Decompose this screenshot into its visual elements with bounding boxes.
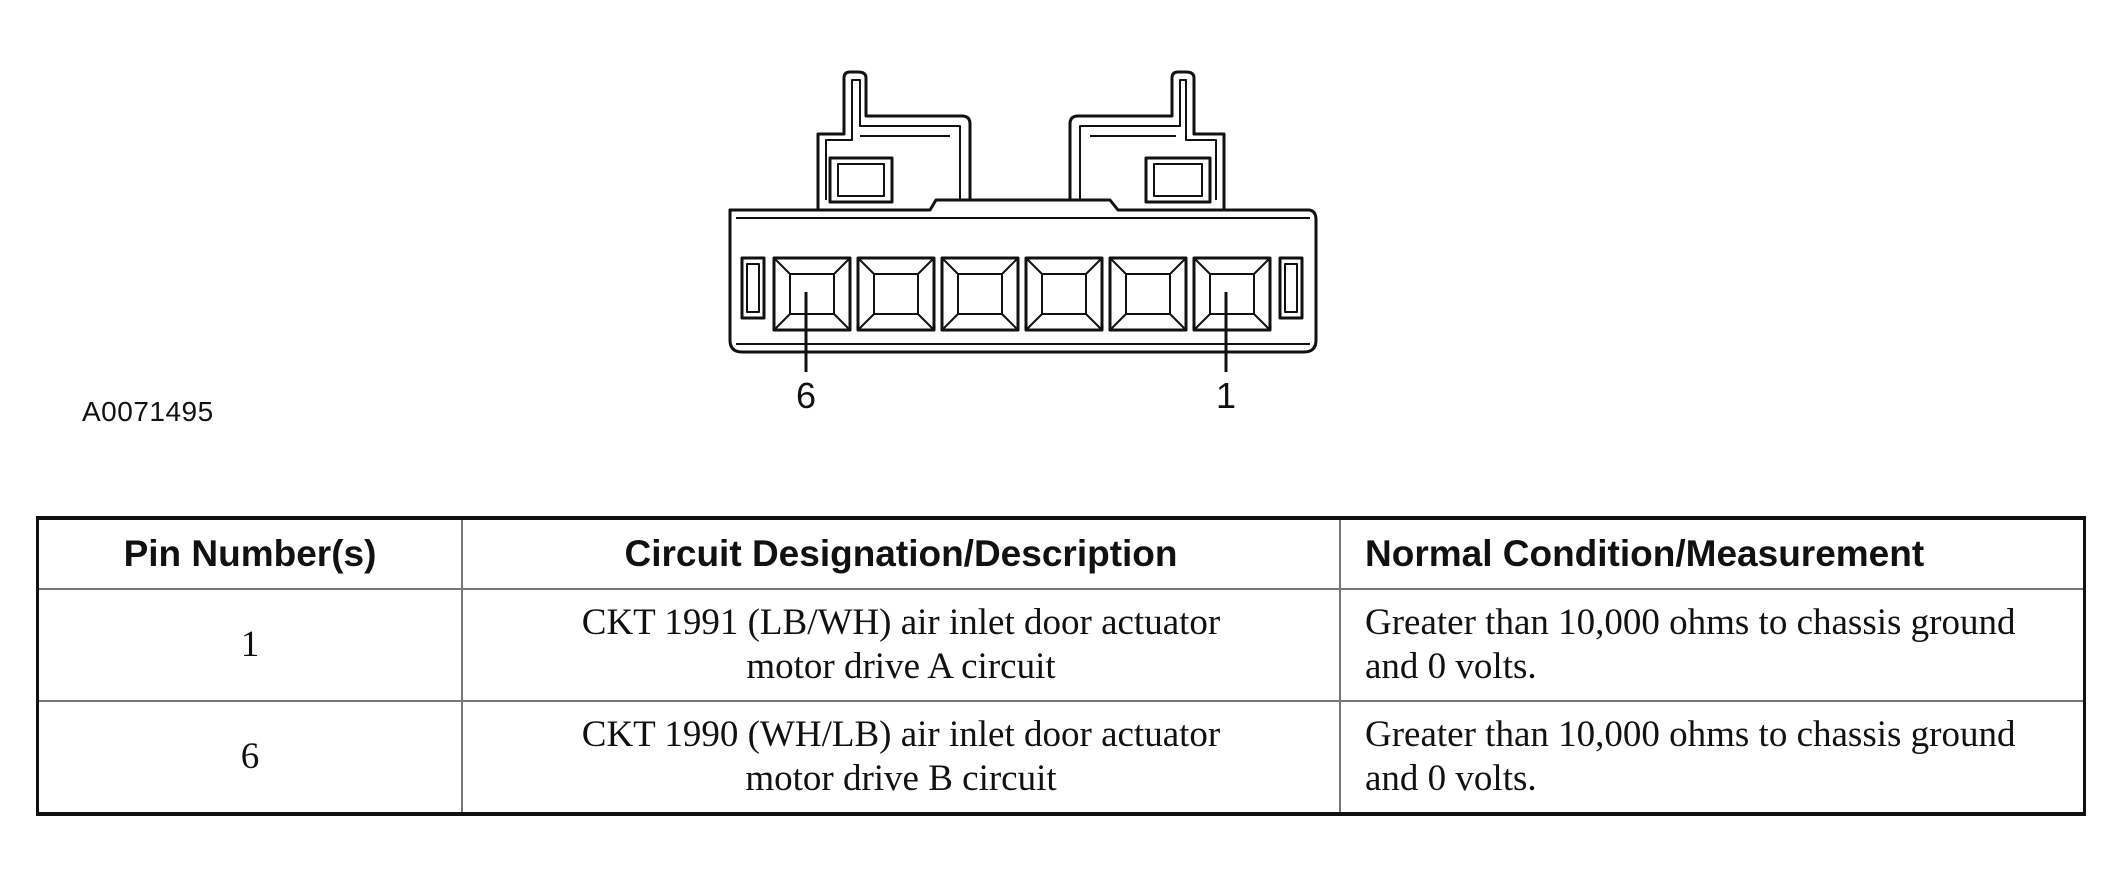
latch-right	[1068, 70, 1226, 210]
table-row: 6 CKT 1990 (WH/LB) air inlet door actuat…	[36, 700, 2086, 815]
condition-line-2: and 0 volts.	[1365, 758, 1537, 799]
table-row: 1 CKT 1991 (LB/WH) air inlet door actuat…	[36, 588, 2086, 702]
latch-left	[816, 70, 972, 210]
pin-number-cell: 1	[36, 588, 463, 702]
condition-line-1: Greater than 10,000 ohms to chassis grou…	[1365, 714, 2016, 755]
pin-table: Pin Number(s) Circuit Designation/Descri…	[36, 516, 2086, 816]
header-normal-condition: Normal Condition/Measurement	[1339, 517, 2086, 590]
pin-cavity-4	[940, 256, 1020, 332]
end-slot-left	[740, 256, 766, 320]
condition-line-2: and 0 volts.	[1365, 646, 1537, 687]
pin-callout-1: 1	[1216, 375, 1236, 416]
condition-cell: Greater than 10,000 ohms to chassis grou…	[1339, 588, 2086, 702]
pin-number-cell: 6	[36, 700, 463, 815]
connector-diagram: 6 1	[728, 70, 1318, 416]
pin-cavity-5	[856, 256, 936, 332]
circuit-line-2: motor drive B circuit	[745, 758, 1057, 799]
table-header-row: Pin Number(s) Circuit Designation/Descri…	[36, 517, 2086, 590]
latch-window-left	[828, 156, 894, 204]
circuit-description-cell: CKT 1990 (WH/LB) air inlet door actuator…	[461, 700, 1341, 815]
header-circuit-description: Circuit Designation/Description	[461, 517, 1341, 590]
pin-cavity-6	[772, 256, 852, 332]
circuit-line-1: CKT 1990 (WH/LB) air inlet door actuator	[581, 714, 1221, 755]
pin-cavity-3	[1024, 256, 1104, 332]
condition-cell: Greater than 10,000 ohms to chassis grou…	[1339, 700, 2086, 815]
pin-cavity-1	[1192, 256, 1272, 332]
pin-cavity-2	[1108, 256, 1188, 332]
header-pin-numbers: Pin Number(s)	[36, 517, 463, 590]
latch-window-right	[1144, 156, 1212, 204]
end-slot-right	[1278, 256, 1304, 320]
circuit-description-cell: CKT 1991 (LB/WH) air inlet door actuator…	[461, 588, 1341, 702]
circuit-line-2: motor drive A circuit	[746, 646, 1056, 687]
pin-callout-6: 6	[796, 375, 816, 416]
connector-body	[728, 198, 1318, 354]
figure-id: A0071495	[82, 396, 214, 427]
circuit-line-1: CKT 1991 (LB/WH) air inlet door actuator	[581, 602, 1221, 643]
condition-line-1: Greater than 10,000 ohms to chassis grou…	[1365, 602, 2016, 643]
